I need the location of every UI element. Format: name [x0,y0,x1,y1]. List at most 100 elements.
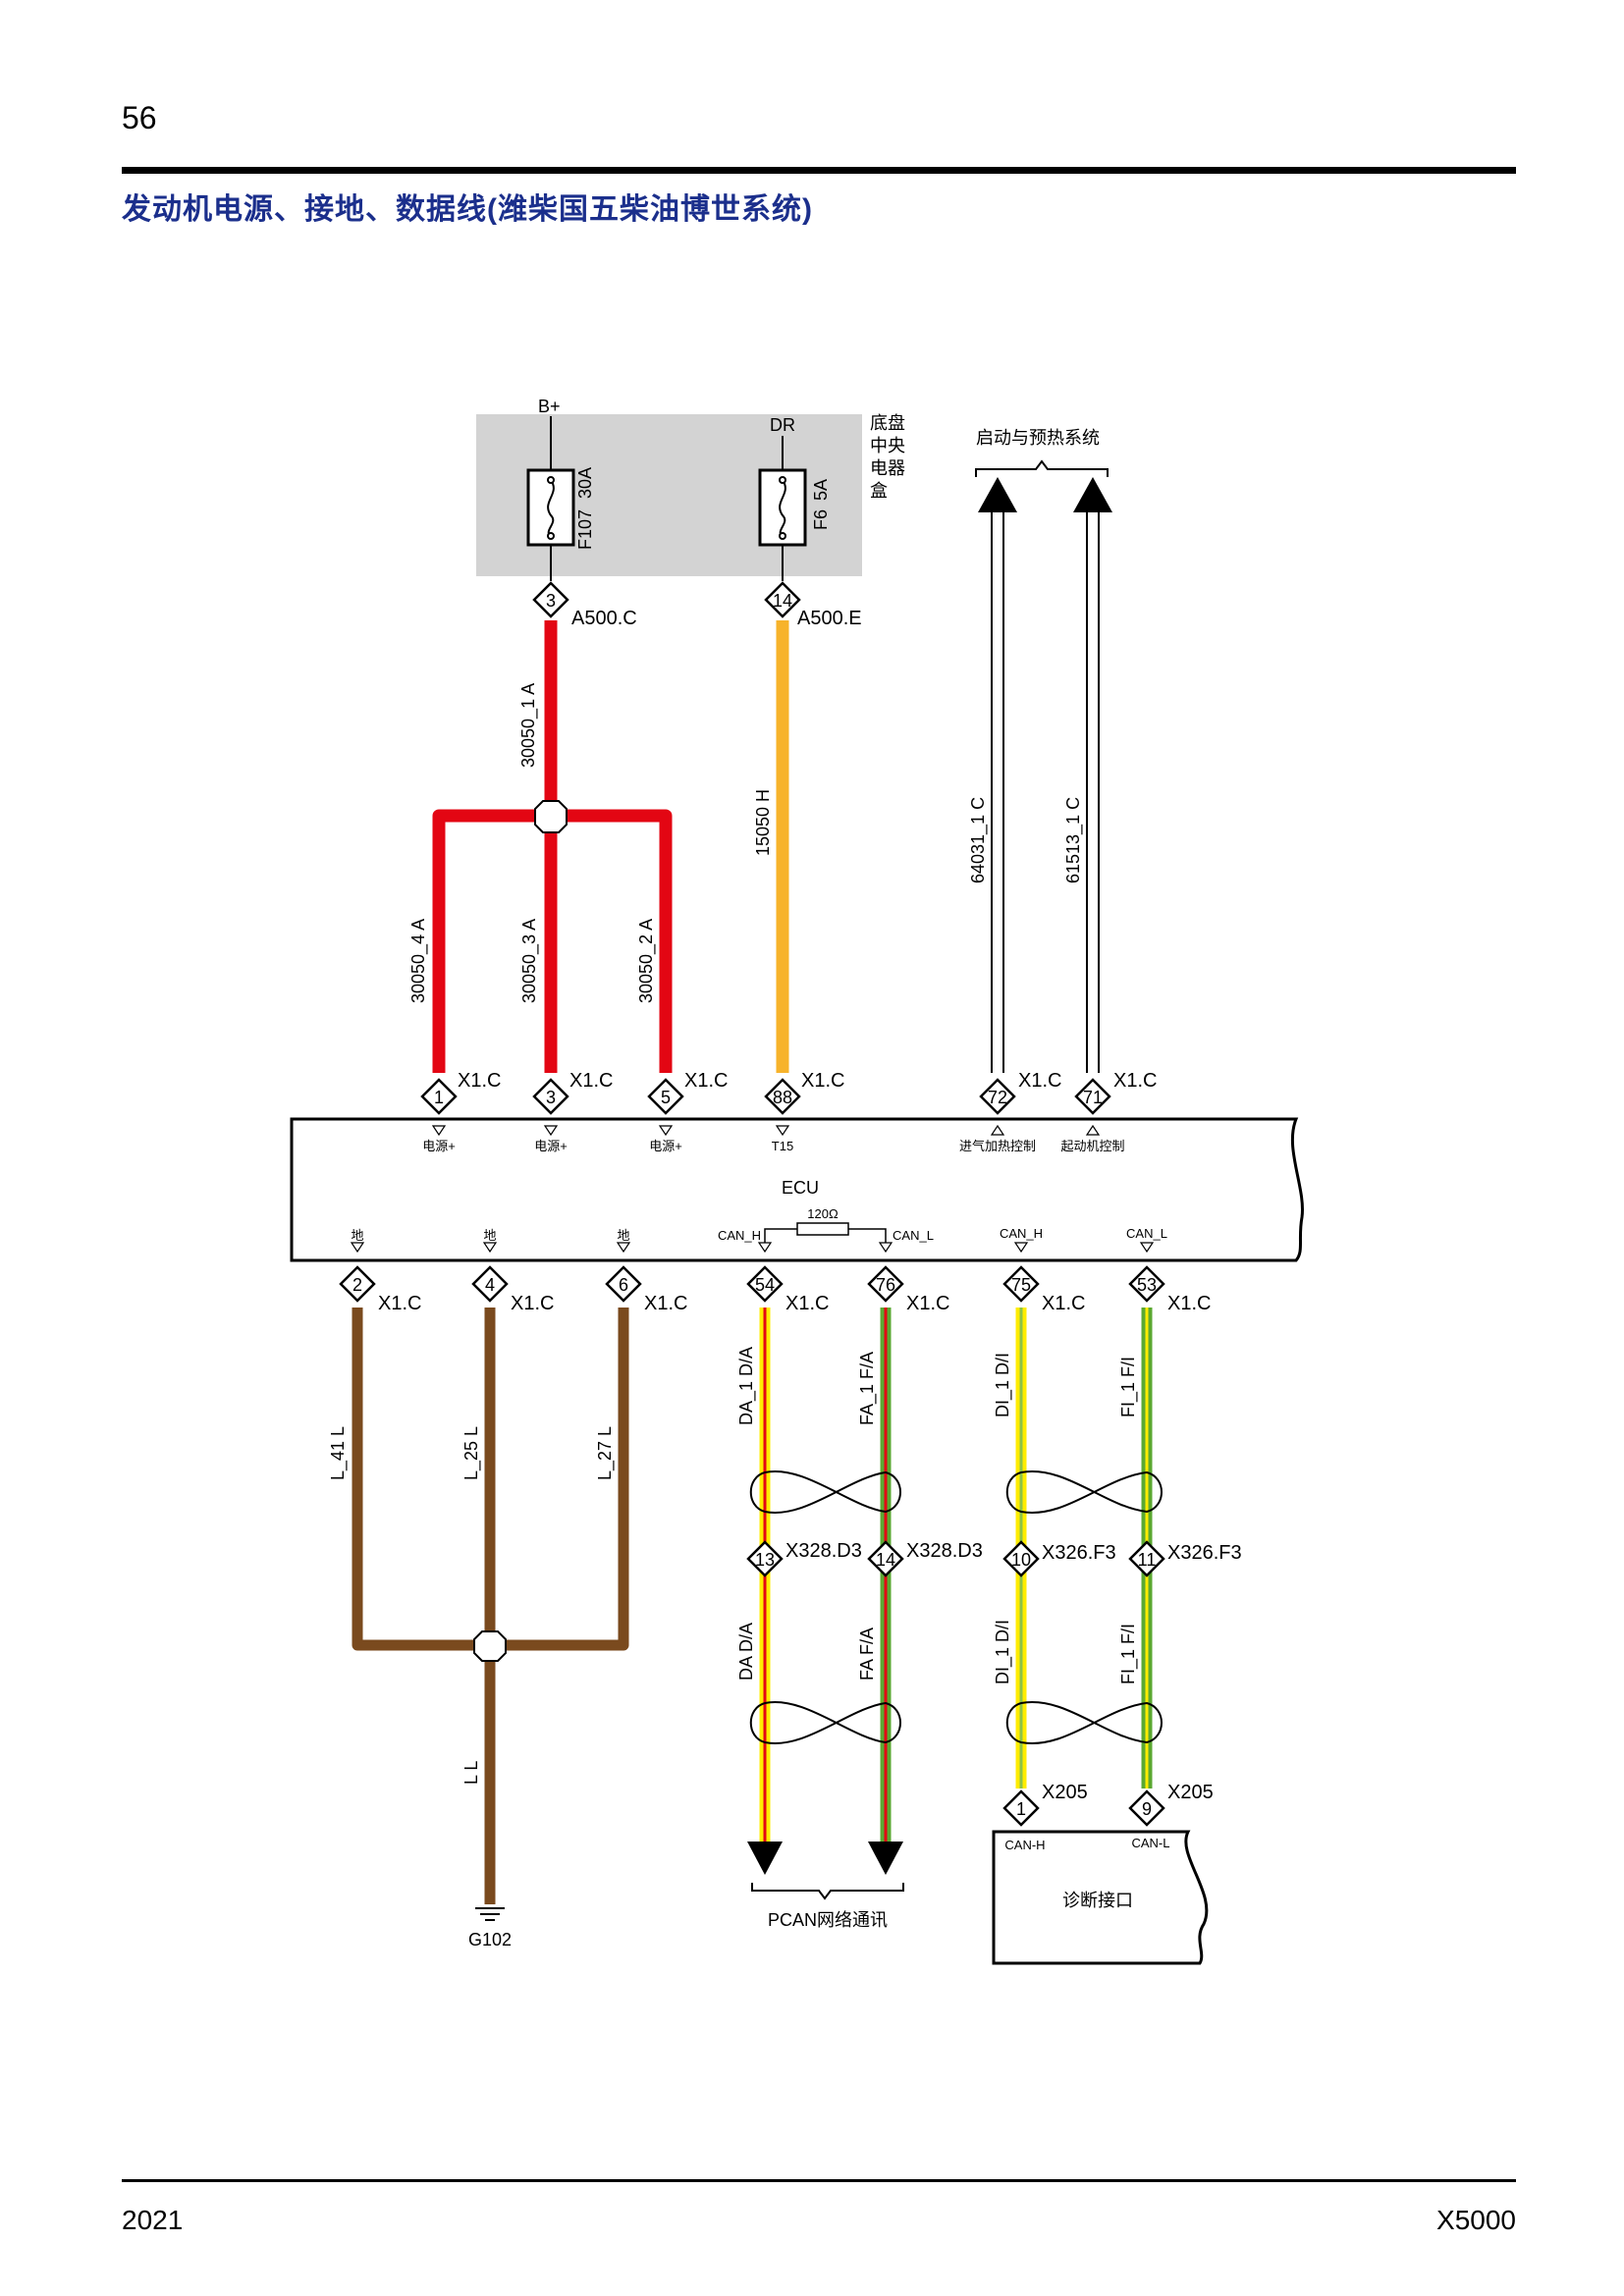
ecu-func-1: 电源+ [422,1139,456,1153]
pcan-label: PCAN网络通讯 [768,1910,888,1930]
svg-text:9: 9 [1142,1799,1152,1819]
wire-64031-label: 64031_1 C [968,797,989,883]
ecu-box [290,1117,1304,1262]
connector-a500c-3: 3 A500.C [532,581,637,629]
svg-text:1: 1 [1016,1799,1026,1819]
fuse-f6-name: F6 [811,509,831,530]
wire-fi: FI_1 F/I [1118,1624,1139,1684]
svg-text:10: 10 [1011,1550,1031,1570]
wire-64031 [991,510,1004,1073]
fuse-f6-rating: 5A [811,479,831,501]
ecu-func-2: 地 [351,1228,363,1243]
inline-x326-11: 11 X326.F3 [1128,1540,1242,1577]
ecu-func-76: CAN_L [893,1228,934,1243]
diag-pin-9: 9 X205 [1128,1782,1214,1827]
svg-text:X205: X205 [1042,1782,1088,1803]
svg-text:A500.C: A500.C [571,608,637,629]
svg-text:54: 54 [755,1275,775,1295]
svg-text:A500.E: A500.E [797,608,862,629]
wire-fa: FA F/A [857,1628,877,1681]
ecu-pin-4: 4 X1.C [471,1265,554,1314]
ecu-pin-88: 88 X1.C [764,1070,844,1115]
svg-text:14: 14 [773,591,792,611]
diag-label: 诊断接口 [1062,1891,1133,1910]
arrow-pcan-fa [868,1842,903,1875]
fuse-box-label-4: 盒 [870,481,888,501]
svg-text:6: 6 [619,1275,628,1295]
wire-l27: L_27 L [595,1426,616,1480]
fuse-f107-rating: 30A [575,467,595,499]
wire-fi1: FI_1 F/I [1118,1357,1139,1417]
ecu-pin-5: 5 X1.C [647,1070,728,1115]
splice-ground [473,1630,507,1662]
page-title: 发动机电源、接地、数据线(潍柴国五柴油博世系统) [122,193,813,226]
svg-text:53: 53 [1137,1275,1157,1295]
svg-text:2: 2 [352,1275,362,1295]
start-preheat-brace [975,459,1109,477]
svg-text:14: 14 [876,1550,895,1570]
ecu-pin-6: 6 X1.C [605,1265,687,1314]
wire-61513-label: 61513_1 C [1063,797,1084,883]
svg-text:X1.C: X1.C [511,1293,554,1314]
can-termination-resistor: 120Ω [764,1206,887,1243]
svg-text:X205: X205 [1167,1782,1214,1803]
twisted-pair-symbol [749,1470,1163,1744]
diag-interface-box [992,1830,1209,1965]
ecu-func-75: CAN_H [1000,1226,1043,1241]
ecu-func-5: 电源+ [649,1139,682,1153]
svg-text:X1.C: X1.C [1042,1293,1085,1314]
svg-text:X328.D3: X328.D3 [906,1540,983,1562]
wire-l41: L_41 L [328,1426,349,1480]
arrow-61513 [1073,477,1112,512]
wire-fa1: FA_1 F/A [857,1352,878,1425]
svg-text:X326.F3: X326.F3 [1167,1542,1242,1564]
page-number: 56 [122,100,157,135]
inline-x328-14: 14 X328.D3 [867,1540,983,1577]
inline-x326-10: 10 X326.F3 [1002,1540,1116,1577]
wire-30050-4: 30050_4 A [408,919,429,1003]
svg-text:76: 76 [876,1275,895,1295]
ecu-pin-75: 75 X1.C [1002,1265,1085,1314]
feed-dr: DR [770,415,795,435]
wire-15050-label: 15050 H [753,789,773,856]
svg-text:13: 13 [755,1550,775,1570]
svg-text:75: 75 [1011,1275,1031,1295]
ecu-pin-2: 2 X1.C [339,1265,421,1314]
svg-text:88: 88 [773,1088,792,1107]
wire-da1: DA_1 D/A [736,1347,757,1425]
pcan-brace [751,1883,904,1900]
ecu-pin-76: 76 X1.C [867,1265,949,1314]
ecu-func-72: 进气加热控制 [959,1139,1036,1153]
svg-text:X1.C: X1.C [378,1293,421,1314]
ecu-func-3: 电源+ [534,1139,568,1153]
wire-ground-brown [352,1308,629,1904]
ecu-func-6: 地 [617,1228,629,1243]
ecu-func-71: 起动机控制 [1060,1139,1124,1153]
svg-text:X1.C: X1.C [684,1070,728,1092]
wire-61513 [1086,510,1100,1073]
svg-text:X326.F3: X326.F3 [1042,1542,1116,1564]
footer-model: X5000 [1436,2205,1516,2235]
ecu-pin-72: 72 X1.C [979,1070,1061,1115]
ecu-func-54: CAN_H [718,1228,761,1243]
arrow-64031 [978,477,1017,512]
wire-30050-red [432,620,673,1073]
fuse-box-label-3: 电器 [870,458,905,478]
ecu-pin-71: 71 X1.C [1074,1070,1157,1115]
splice-red [534,800,568,833]
footer-year: 2021 [122,2205,184,2235]
start-preheat-label: 启动与预热系统 [976,428,1100,448]
svg-text:X1.C: X1.C [458,1070,501,1092]
feed-bplus: B+ [538,397,561,416]
svg-text:11: 11 [1138,1550,1157,1570]
ecu-label: ECU [782,1178,819,1198]
svg-text:1: 1 [434,1088,444,1107]
wire-l25: L_25 L [461,1426,482,1480]
wire-da: DA D/A [736,1623,756,1681]
ecu-func-53: CAN_L [1126,1226,1167,1241]
bottom-rule [122,2179,1516,2182]
fuse-box-label-1: 底盘 [870,413,905,433]
svg-text:5: 5 [661,1088,671,1107]
diag-pin-1: 1 X205 [1002,1782,1088,1827]
